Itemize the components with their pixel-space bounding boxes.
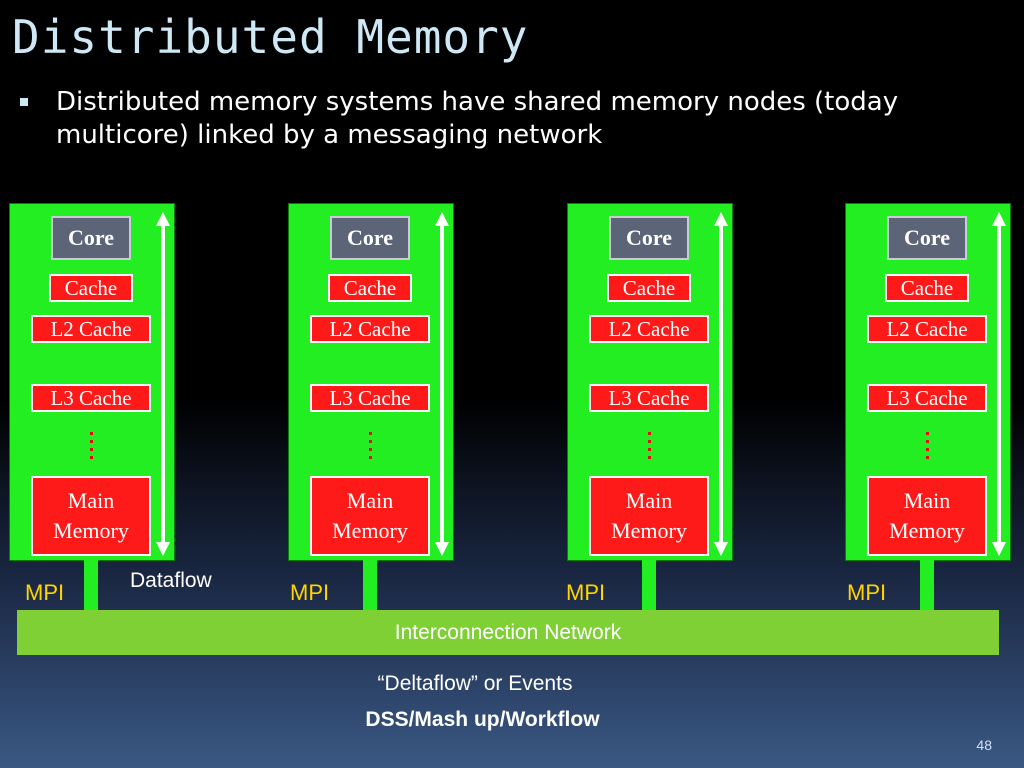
ellipsis-dots-icon <box>926 432 930 462</box>
l2-cache-box: L2 Cache <box>31 315 151 343</box>
node-link-4 <box>920 557 934 613</box>
l3-cache-box: L3 Cache <box>31 384 151 412</box>
mpi-label-2: MPI <box>290 580 330 605</box>
cache-box: Cache <box>607 274 691 302</box>
cache-box: Cache <box>328 274 412 302</box>
double-arrow-icon <box>992 212 1006 556</box>
double-arrow-icon <box>435 212 449 556</box>
core-box: Core <box>51 216 131 260</box>
l2-cache-box: L2 Cache <box>310 315 430 343</box>
dss-label: DSS/Mash up/Workflow <box>365 708 600 731</box>
core-box: Core <box>330 216 410 260</box>
l2-cache-box: L2 Cache <box>589 315 709 343</box>
ellipsis-dots-icon <box>369 432 373 462</box>
square-bullet-icon <box>20 98 28 106</box>
ellipsis-dots-icon <box>648 432 652 462</box>
mpi-label-3: MPI <box>566 580 606 605</box>
main-memory-line1: Main <box>903 488 951 513</box>
main-memory-line1: Main <box>67 488 115 513</box>
core-box: Core <box>609 216 689 260</box>
interconnection-network: Interconnection Network <box>17 610 999 655</box>
bullet-text: Distributed memory systems have shared m… <box>56 87 899 150</box>
main-memory-line2: Memory <box>332 518 408 543</box>
main-memory-line1: Main <box>346 488 394 513</box>
main-memory-line2: Memory <box>611 518 687 543</box>
dataflow-label: Dataflow <box>130 569 212 592</box>
deltaflow-label: “Deltaflow” or Events <box>377 672 573 695</box>
node-link-3 <box>642 557 656 613</box>
mpi-label-1: MPI <box>25 580 65 605</box>
cache-box: Cache <box>885 274 969 302</box>
node-link-1 <box>84 557 98 613</box>
l3-cache-box: L3 Cache <box>867 384 987 412</box>
cache-box: Cache <box>49 274 133 302</box>
double-arrow-icon <box>156 212 170 556</box>
l3-cache-box: L3 Cache <box>310 384 430 412</box>
double-arrow-icon <box>714 212 728 556</box>
main-memory-line1: Main <box>625 488 673 513</box>
page-number: 48 <box>976 737 992 753</box>
main-memory-line2: Memory <box>53 518 129 543</box>
node-link-2 <box>363 557 377 613</box>
l3-cache-box: L3 Cache <box>589 384 709 412</box>
main-memory-line2: Memory <box>889 518 965 543</box>
slide-title: Distributed Memory <box>12 10 529 64</box>
bullet-point: Distributed memory systems have shared m… <box>18 86 1008 152</box>
core-box: Core <box>887 216 967 260</box>
l2-cache-box: L2 Cache <box>867 315 987 343</box>
mpi-label-4: MPI <box>847 580 887 605</box>
ellipsis-dots-icon <box>90 432 94 462</box>
